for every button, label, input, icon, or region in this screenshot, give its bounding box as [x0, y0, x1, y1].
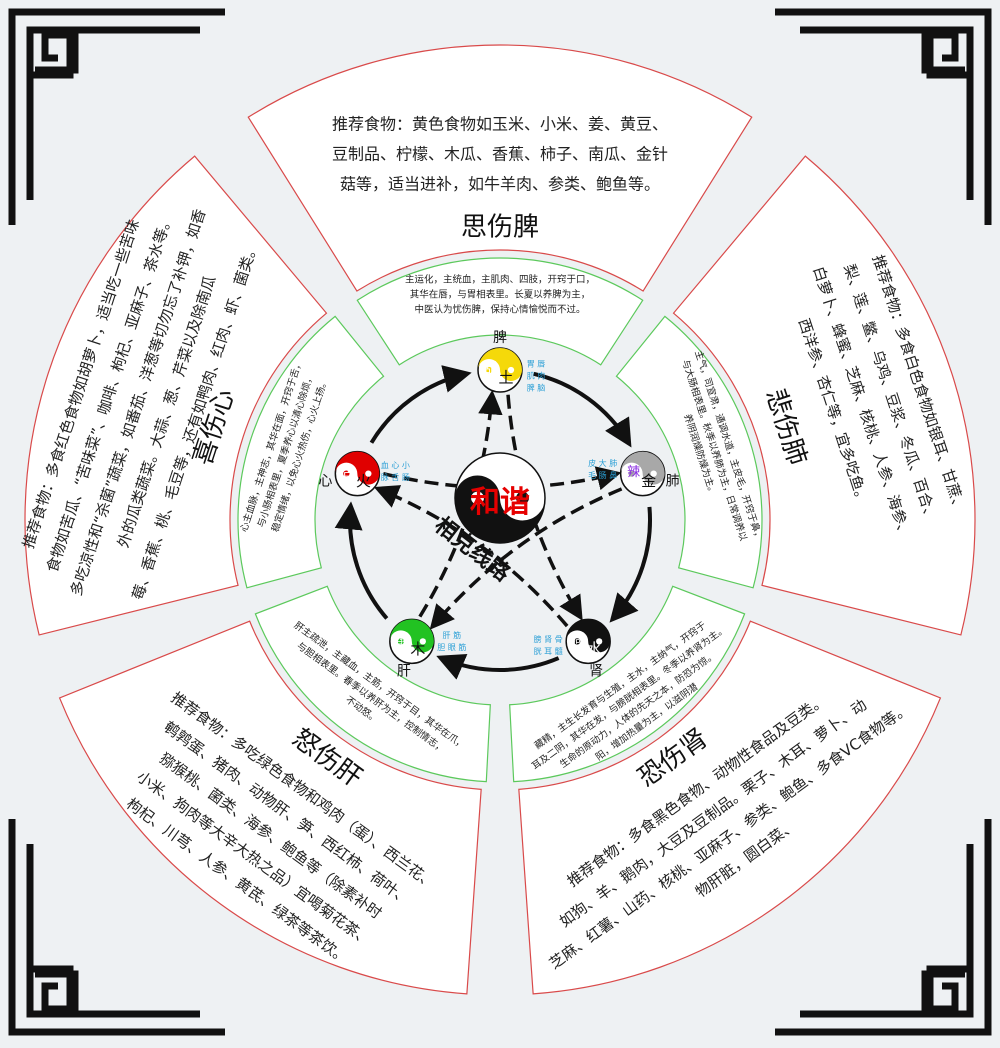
node-tag: 膀 肾 骨: [534, 634, 563, 644]
generating-arrow: [609, 506, 652, 623]
lung-taiji-icon: [619, 450, 666, 497]
node-spleen: 甜土 脾胃 唇肌 肉脾 脑: [477, 330, 546, 393]
outer-panel-shape: [672, 155, 976, 636]
inner-panel-shape: [254, 585, 491, 783]
generating-cycle: [334, 365, 652, 680]
element-label: 水: [587, 640, 602, 658]
taste-label: 咸: [573, 633, 586, 648]
node-tag: 毛 肠 鼻: [588, 470, 617, 480]
element-label: 木: [410, 640, 425, 658]
generating-arrow: [533, 371, 632, 448]
outer-panel-lung: 悲伤肺推荐食物：多食白色食物如银耳、甘蔗、梨、莲、鳖、乌鸡、豆浆、冬瓜、百合、白…: [672, 155, 976, 636]
outer-title-spleen: 思伤脾: [461, 213, 539, 243]
controlling-arrow: [373, 485, 569, 628]
inner-text-line: 中医认为忧伤脾，保持心情愉悦而不过。: [414, 304, 585, 316]
kidney-taiji-icon: [565, 618, 611, 665]
inner-panel-shape: [509, 585, 746, 783]
organ-label: 肾: [589, 663, 603, 679]
center-taiji: [454, 452, 546, 544]
outer-panel-kidney: 恐伤肾推荐食物：多食黑色食物、动物性食品及豆类。如狗、羊、鹅肉，大豆及豆制品。栗…: [518, 620, 942, 995]
taste-label: 酸: [396, 633, 409, 648]
element-label: 金: [641, 472, 656, 490]
element-label: 火: [356, 472, 371, 490]
taste-label: 辣: [627, 465, 640, 480]
inner-panel-spleen: 主运化，主统血，主肌肉、四肢，开窍于口， 其华在唇，与胃相表里。长夏以养脾为主， 中…: [356, 257, 644, 366]
node-kidney: 咸水肾 膀 肾 骨胱 耳 髓: [534, 618, 611, 679]
node-tag: 血 心 小: [381, 460, 410, 470]
controlling-arrow: [429, 487, 623, 630]
outer-ring: 思伤脾 推荐食物：黄色食物如玉米、小米、姜、黄豆、豆制品、柠檬、木瓜、香蕉、柿子、…: [19, 44, 976, 995]
taste-label: 甜: [484, 361, 497, 377]
heart-taiji-icon: [334, 450, 381, 497]
inner-text-line: 主运化，主统血，主肌肉、四肢，开窍于口，: [405, 274, 595, 286]
inner-panel-shape: [615, 315, 763, 589]
corner-ornament-top-left: [8, 8, 225, 225]
node-tag: 肝 筋: [443, 630, 462, 640]
center-label: 和谐: [470, 485, 530, 520]
node-liver: 酸木肝 肝 筋胆 眼 筋: [389, 618, 466, 679]
node-tag: 肌 肉: [527, 371, 546, 381]
generating-arrow: [436, 653, 560, 680]
inner-panel-shape: [237, 315, 385, 589]
generating-arrow: [369, 365, 472, 444]
node-tag: 皮 大 肺: [588, 458, 617, 468]
outer-panel-liver: 怒伤肝推荐食物：多吃绿色食物和鸡肉（蛋）、西兰花、鹌鹑蛋、猪肉、动物肝、笋、西红…: [58, 620, 482, 995]
outer-text-line: 豆制品、柠檬、木瓜、香蕉、柿子、南瓜、金针: [332, 145, 668, 164]
outer-panel-spleen: 思伤脾 推荐食物：黄色食物如玉米、小米、姜、黄豆、豆制品、柠檬、木瓜、香蕉、柿子、…: [247, 44, 753, 292]
taste-label: 苦: [342, 464, 355, 480]
node-heart: 苦火 心 血 心 小脉 舌 肠: [318, 450, 410, 497]
node-tag: 脾 脑: [527, 383, 546, 393]
element-nodes: 甜土 脾胃 唇肌 肉脾 脑辣金肺 皮 大 肺毛 肠 鼻咸水肾 膀 肾 骨胱 耳 髓 酸木…: [318, 330, 679, 679]
corner-ornament-bottom-right: [775, 819, 992, 1036]
node-tag: 胱 耳 髓: [534, 646, 563, 656]
liver-taiji-icon: [389, 618, 435, 665]
outer-panel-shape: [518, 620, 942, 995]
outer-text-line: 菇等，适当进补，如牛羊肉、参类、鲍鱼等。: [340, 175, 660, 194]
corner-ornament-top-right: [775, 8, 992, 225]
outer-panel-shape: [24, 155, 328, 636]
inner-panel-shape: [356, 257, 644, 366]
organ-label: 肺: [666, 474, 680, 490]
node-tag: 胆 眼 筋: [437, 642, 466, 652]
outer-text-line: 推荐食物：黄色食物如玉米、小米、姜、黄豆、: [332, 115, 668, 134]
element-label: 土: [498, 369, 513, 387]
organ-label: 心: [318, 474, 332, 490]
organ-label: 肝: [397, 663, 411, 679]
generating-arrow: [334, 501, 389, 620]
outer-panel-shape: [247, 44, 753, 292]
spleen-taiji-icon: [477, 347, 523, 393]
inner-text-line: 其华在唇，与胃相表里。长夏以养脾为主，: [410, 289, 591, 301]
outer-panel-shape: [58, 620, 482, 995]
organ-label: 脾: [493, 330, 507, 346]
corner-ornament-bottom-left: [8, 819, 225, 1036]
node-lung: 辣金肺 皮 大 肺毛 肠 鼻: [588, 450, 680, 497]
corner-ornaments: [8, 8, 992, 1036]
node-tag: 胃 唇: [527, 360, 546, 369]
node-tag: 脉 舌 肠: [381, 472, 410, 482]
